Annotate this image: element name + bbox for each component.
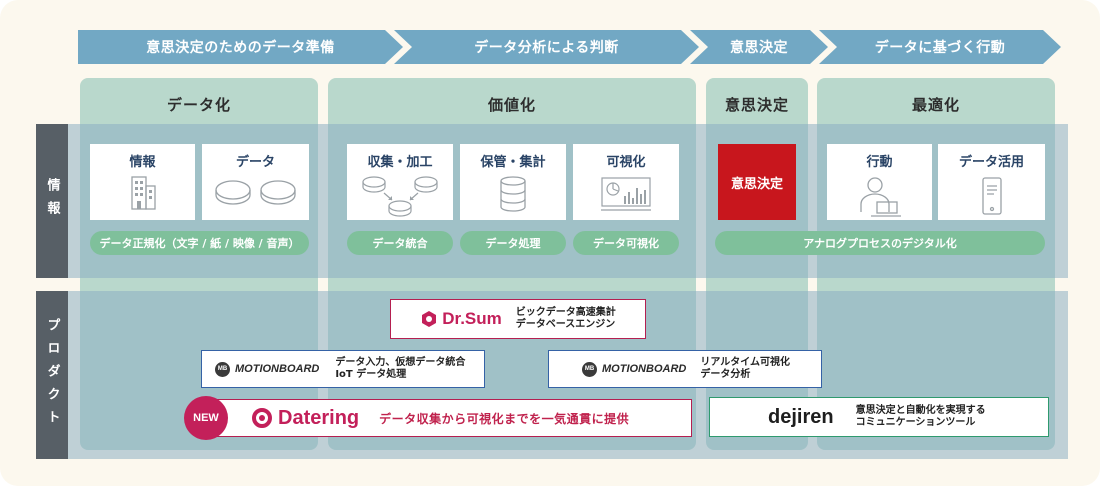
flow-step-label: データ分析による判断 bbox=[474, 40, 619, 56]
pill-normalization: データ正規化（文字 / 紙 / 映像 / 音声） bbox=[90, 231, 309, 255]
desc-line-1: ビックデータ高速集計 bbox=[515, 306, 616, 318]
data-merge-icon bbox=[362, 176, 438, 217]
flow-step-analysis: データ分析による判断 bbox=[394, 30, 699, 64]
card-data-utilization: データ活用 bbox=[938, 144, 1045, 220]
flow-step-decision: 意思決定 bbox=[690, 30, 828, 64]
column-title: 最適化 bbox=[911, 96, 960, 114]
smartphone-icon bbox=[981, 177, 1002, 215]
desc-line-1: データ入力、仮想データ統合 bbox=[335, 356, 466, 368]
card-label: 意思決定 bbox=[730, 176, 783, 192]
card-decision: 意思決定 bbox=[718, 144, 796, 220]
card-data: データ bbox=[202, 144, 309, 220]
datering-logo: Datering bbox=[251, 407, 359, 430]
card-label: 収集・加工 bbox=[367, 155, 433, 170]
row-label-info: 情報 bbox=[36, 124, 68, 278]
card-label: 保管・集計 bbox=[480, 155, 546, 170]
pill-processing: データ処理 bbox=[460, 231, 566, 255]
person-computer-icon bbox=[859, 177, 901, 217]
datering-logo-text: Datering bbox=[278, 406, 360, 429]
motionboard-logo-text: MOTIONBOARD bbox=[602, 363, 687, 375]
flow-step-label: 意思決定のためのデータ準備 bbox=[146, 40, 335, 56]
drsum-logo-text: Dr.Sum bbox=[442, 309, 502, 328]
column-title: 価値化 bbox=[487, 96, 536, 114]
desc-line-1: 意思決定と自動化を実現する bbox=[855, 404, 986, 416]
column-title: 意思決定 bbox=[724, 96, 789, 114]
drsum-logo: Dr.Sum bbox=[420, 309, 502, 329]
card-collect-process: 収集・加工 bbox=[347, 144, 453, 220]
product-description: 意思決定と自動化を実現する コミュニケーションツール bbox=[856, 405, 986, 430]
pill-visualization: データ可視化 bbox=[573, 231, 679, 255]
product-datering[interactable]: Datering データ収集から可視化までを一気通貫に提供 bbox=[206, 399, 692, 437]
product-description: ビックデータ高速集計 データベースエンジン bbox=[516, 307, 616, 332]
new-badge: NEW bbox=[184, 396, 228, 440]
motionboard-badge-icon: MB bbox=[582, 361, 597, 377]
product-motionboard-realtime[interactable]: MB MOTIONBOARD リアルタイム可視化 データ分析 bbox=[548, 350, 822, 388]
motionboard-logo: MB MOTIONBOARD bbox=[582, 361, 687, 377]
product-drsum[interactable]: Dr.Sum ビックデータ高速集計 データベースエンジン bbox=[390, 299, 646, 339]
flow-step-label: データに基づく行動 bbox=[874, 40, 1006, 56]
building-icon bbox=[130, 176, 156, 210]
card-store-aggregate: 保管・集計 bbox=[460, 144, 566, 220]
row-label-products: プロダクト bbox=[36, 291, 68, 459]
desc-line-2: データベースエンジン bbox=[515, 319, 616, 330]
pill-digitalization: アナログプロセスのデジタル化 bbox=[715, 231, 1045, 255]
product-dejiren[interactable]: dejiren 意思決定と自動化を実現する コミュニケーションツール bbox=[709, 397, 1049, 437]
pill-integration: データ統合 bbox=[347, 231, 453, 255]
motionboard-logo: MB MOTIONBOARD bbox=[215, 361, 320, 377]
dashboard-chart-icon bbox=[601, 177, 651, 211]
motionboard-logo-text: MOTIONBOARD bbox=[235, 363, 320, 375]
card-label: 行動 bbox=[866, 155, 893, 170]
product-description: データ収集から可視化までを一気通貫に提供 bbox=[379, 411, 630, 426]
desc-line-2: コミュニケーションツール bbox=[855, 417, 976, 428]
card-action: 行動 bbox=[827, 144, 932, 220]
card-label: 情報 bbox=[129, 155, 156, 170]
desc-line-2: データ分析 bbox=[700, 369, 751, 380]
card-label: データ bbox=[235, 155, 275, 170]
motionboard-badge-icon: MB bbox=[215, 361, 230, 377]
database-icon bbox=[500, 176, 526, 212]
data-disks-icon bbox=[214, 180, 296, 205]
flow-step-data-prep: 意思決定のためのデータ準備 bbox=[78, 30, 403, 64]
desc-line-2: IoT データ処理 bbox=[335, 369, 407, 380]
product-motionboard-input[interactable]: MB MOTIONBOARD データ入力、仮想データ統合 IoT データ処理 bbox=[201, 350, 485, 388]
product-description: データ入力、仮想データ統合 IoT データ処理 bbox=[335, 357, 465, 382]
card-label: 可視化 bbox=[606, 155, 646, 170]
flow-step-action: データに基づく行動 bbox=[819, 30, 1061, 64]
column-title: データ化 bbox=[166, 96, 231, 114]
card-label: データ活用 bbox=[958, 155, 1024, 170]
card-visualize: 可視化 bbox=[573, 144, 679, 220]
flow-step-label: 意思決定 bbox=[730, 40, 788, 56]
card-information: 情報 bbox=[90, 144, 195, 220]
dejiren-logo: dejiren bbox=[768, 405, 834, 428]
drsum-hexagon-icon bbox=[422, 311, 437, 327]
desc-line-1: リアルタイム可視化 bbox=[700, 356, 791, 368]
datering-ring-icon bbox=[252, 408, 272, 428]
product-description: リアルタイム可視化 データ分析 bbox=[700, 357, 790, 382]
